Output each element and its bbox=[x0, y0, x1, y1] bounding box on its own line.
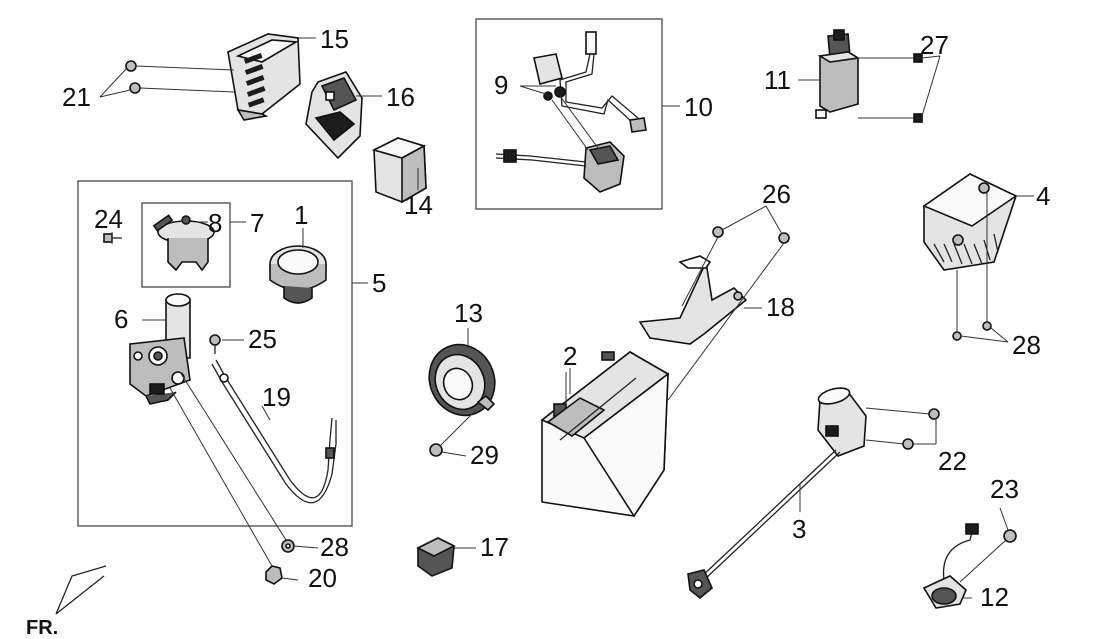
group-box-ignition bbox=[77, 180, 353, 527]
callout-12: 12 bbox=[980, 582, 1009, 612]
callout-21: 21 bbox=[62, 82, 91, 112]
part-screws-28-right bbox=[952, 192, 1009, 343]
callout-23: 23 bbox=[990, 474, 1019, 504]
callout-26: 26 bbox=[762, 179, 791, 209]
part-screw-25 bbox=[209, 334, 221, 354]
front-direction-arrow bbox=[55, 565, 107, 615]
callout-13: 13 bbox=[454, 298, 483, 328]
part-relay-11 bbox=[815, 29, 861, 119]
part-screws-22 bbox=[865, 407, 940, 450]
callout-14: 14 bbox=[404, 190, 433, 220]
callout-15: 15 bbox=[320, 24, 349, 54]
part-nut-28-left bbox=[281, 539, 295, 553]
part-fuel-sensor bbox=[687, 387, 867, 600]
callout-16: 16 bbox=[386, 82, 415, 112]
callout-5: 5 bbox=[372, 268, 386, 298]
callout-29: 29 bbox=[470, 440, 499, 470]
part-clip-17 bbox=[416, 537, 456, 577]
part-nut-29 bbox=[429, 409, 477, 457]
part-screw-24 bbox=[103, 233, 122, 243]
callout-20: 20 bbox=[308, 563, 337, 593]
part-relay-14 bbox=[371, 137, 427, 204]
orientation-label: FR. bbox=[26, 617, 58, 639]
part-starter-relay bbox=[495, 31, 647, 193]
callout-4: 4 bbox=[1036, 181, 1050, 211]
part-screws-21 bbox=[99, 60, 235, 98]
group-box-starter-relay bbox=[475, 18, 663, 210]
callout-2: 2 bbox=[563, 341, 577, 371]
callout-7: 7 bbox=[250, 208, 264, 238]
callout-19: 19 bbox=[262, 382, 291, 412]
callout-25: 25 bbox=[248, 324, 277, 354]
callout-3: 3 bbox=[792, 514, 806, 544]
part-nut-20 bbox=[265, 565, 283, 585]
part-sensor-12 bbox=[922, 523, 979, 609]
callout-8: 8 bbox=[208, 208, 222, 238]
part-horn bbox=[428, 343, 496, 417]
part-ignition-switch bbox=[129, 293, 191, 405]
callout-18: 18 bbox=[766, 292, 795, 322]
part-fuse-cover bbox=[227, 33, 301, 121]
callout-27: 27 bbox=[920, 30, 949, 60]
part-battery bbox=[540, 351, 670, 518]
callout-28-right: 28 bbox=[1012, 330, 1041, 360]
callout-24: 24 bbox=[94, 204, 123, 234]
part-seat-cable bbox=[211, 359, 337, 504]
callout-9: 9 bbox=[494, 70, 508, 100]
part-screws-26 bbox=[667, 205, 790, 401]
part-regulator bbox=[922, 173, 1018, 271]
callout-22: 22 bbox=[938, 446, 967, 476]
callout-28-left: 28 bbox=[320, 532, 349, 562]
callout-11: 11 bbox=[764, 65, 791, 95]
part-fuse-holder bbox=[305, 71, 363, 160]
callout-1: 1 bbox=[294, 200, 308, 230]
callout-6: 6 bbox=[114, 304, 128, 334]
part-bolt-23 bbox=[959, 529, 1017, 583]
part-battery-bracket bbox=[638, 255, 748, 345]
part-nuts-27 bbox=[858, 53, 941, 123]
group-box-lock-cap bbox=[141, 202, 231, 288]
callout-17: 17 bbox=[480, 532, 509, 562]
part-lock-plate bbox=[152, 214, 215, 272]
part-fuel-cap bbox=[269, 245, 327, 304]
callout-10: 10 bbox=[684, 92, 713, 122]
